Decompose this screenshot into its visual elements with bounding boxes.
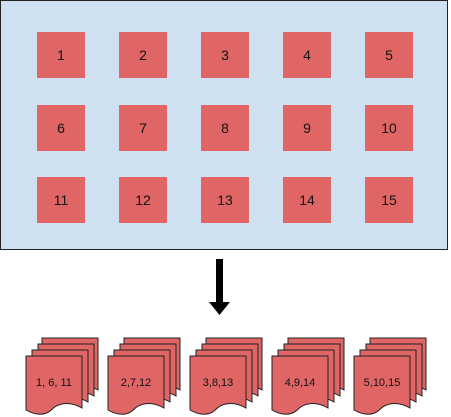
grid-panel: 1 2 3 4 5 6 7 8 9 10 11 12 13 14 15 — [0, 0, 448, 250]
grid-cell: 4 — [283, 32, 331, 78]
document-front — [353, 355, 411, 415]
grid-cell: 8 — [201, 105, 249, 151]
grid-cell: 14 — [283, 177, 331, 223]
grid-cell: 9 — [283, 105, 331, 151]
grid-cell: 7 — [119, 105, 167, 151]
document-front — [25, 355, 83, 415]
document-front — [107, 355, 165, 415]
document-stack: 2,7,12 — [107, 337, 181, 415]
document-stack: 1, 6, 11 — [25, 337, 99, 415]
grid-cell: 15 — [365, 177, 413, 223]
stack-label: 3,8,13 — [203, 377, 234, 389]
document-front — [271, 355, 329, 415]
stack-label: 4,9,14 — [285, 377, 316, 389]
stack-label: 5,10,15 — [364, 377, 401, 389]
grid-cell: 11 — [37, 177, 85, 223]
document-stack: 3,8,13 — [189, 337, 263, 415]
arrow-down-icon — [209, 259, 230, 315]
document-stack: 4,9,14 — [271, 337, 345, 415]
grid-cell: 5 — [365, 32, 413, 78]
grid-cell: 3 — [201, 32, 249, 78]
stack-label: 2,7,12 — [121, 377, 152, 389]
grid-cell: 6 — [37, 105, 85, 151]
document-front — [189, 355, 247, 415]
stack-label: 1, 6, 11 — [36, 377, 72, 389]
grid-cell: 12 — [119, 177, 167, 223]
document-stack: 5,10,15 — [353, 337, 427, 415]
grid-cell: 1 — [37, 32, 85, 78]
grid-cell: 10 — [365, 105, 413, 151]
grid-cell: 2 — [119, 32, 167, 78]
grid-cell: 13 — [201, 177, 249, 223]
